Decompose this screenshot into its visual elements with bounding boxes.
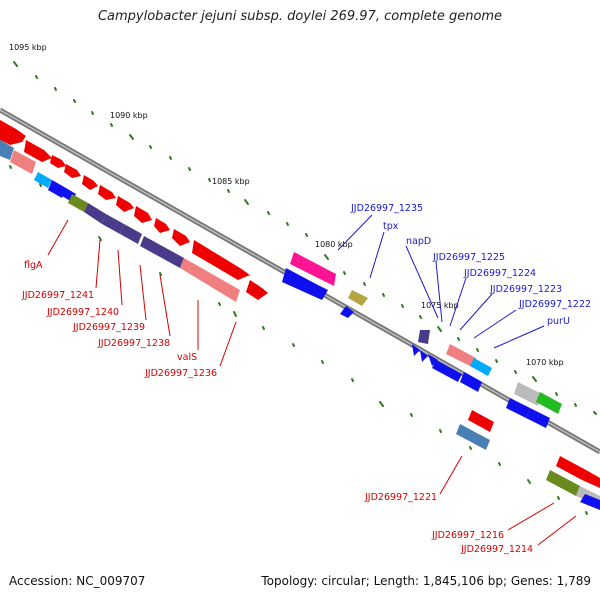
gene-feature[interactable]	[556, 456, 586, 480]
gene-feature[interactable]	[34, 172, 52, 188]
gene-label[interactable]: tpx	[383, 221, 399, 232]
gene-feature[interactable]	[0, 120, 26, 145]
gene-label[interactable]: JJD26997_1235	[350, 203, 423, 214]
gene-feature[interactable]	[468, 410, 494, 432]
gene-label[interactable]: JJD26997_1236	[144, 368, 217, 379]
gene-feature[interactable]	[172, 229, 190, 246]
gene-feature[interactable]	[0, 140, 14, 160]
gene-feature[interactable]	[50, 155, 66, 168]
topology-text: Topology: circular; Length: 1,845,106 bp…	[261, 574, 591, 588]
map-title: Campylobacter jejuni subsp. doylei 269.9…	[97, 9, 503, 24]
tick-label: 1090 kbp	[110, 111, 148, 120]
gene-label[interactable]: JJD26997_1239	[72, 322, 145, 333]
gene-feature[interactable]	[582, 470, 600, 488]
gene-feature[interactable]	[68, 194, 88, 212]
gene-feature[interactable]	[192, 240, 250, 280]
gene-label[interactable]: napD	[406, 236, 431, 247]
gene-feature[interactable]	[526, 408, 550, 428]
gene-feature[interactable]	[536, 392, 562, 414]
gene-label[interactable]: JJD26997_1214	[460, 544, 533, 555]
gene-feature[interactable]	[134, 206, 152, 223]
gene-feature[interactable]	[432, 360, 462, 382]
gene-label[interactable]: JJD26997_1221	[364, 492, 437, 503]
tick-label: 1080 kbp	[315, 240, 353, 249]
gene-label[interactable]: valS	[177, 352, 197, 363]
gene-feature[interactable]	[514, 382, 542, 406]
label-leader-lines	[47, 214, 577, 546]
tick-label: 1085 kbp	[212, 177, 250, 186]
gene-features	[0, 120, 600, 510]
gene-feature[interactable]	[154, 218, 170, 233]
gene-feature[interactable]	[546, 470, 580, 496]
gene-feature[interactable]	[420, 350, 428, 362]
gene-feature[interactable]	[84, 203, 106, 224]
gene-feature[interactable]	[580, 494, 600, 510]
tick-label: 1070 kbp	[526, 358, 564, 367]
gene-label[interactable]: JJD26997_1222	[518, 299, 591, 310]
gene-feature[interactable]	[140, 236, 184, 268]
gene-feature[interactable]	[348, 290, 368, 306]
gene-feature[interactable]	[82, 175, 98, 190]
gene-feature[interactable]	[428, 354, 438, 366]
gene-label[interactable]: JJD26997_1241	[21, 290, 94, 301]
gene-feature[interactable]	[120, 224, 142, 244]
gene-feature[interactable]	[10, 150, 36, 174]
gene-feature[interactable]	[24, 140, 52, 162]
accession-text: Accession: NC_009707	[9, 574, 146, 588]
gene-label[interactable]: purU	[547, 316, 570, 327]
gene-feature[interactable]	[116, 196, 134, 212]
gene-feature[interactable]	[470, 358, 492, 376]
gene-label[interactable]: JJD26997_1240	[46, 307, 119, 318]
gene-feature[interactable]	[64, 164, 81, 178]
gene-feature[interactable]	[180, 258, 240, 302]
gene-feature[interactable]	[282, 268, 328, 300]
gene-label[interactable]: flgA	[24, 260, 43, 271]
gene-label[interactable]: JJD26997_1224	[463, 268, 536, 279]
gene-feature[interactable]	[246, 280, 268, 300]
tick-labels: 1095 kbp 1090 kbp 1085 kbp 1080 kbp 1075…	[9, 43, 564, 367]
gene-label[interactable]: JJD26997_1223	[489, 284, 562, 295]
gene-feature[interactable]	[460, 372, 482, 392]
gene-feature[interactable]	[290, 252, 336, 286]
gene-feature[interactable]	[456, 424, 490, 450]
gene-feature[interactable]	[506, 398, 530, 418]
gene-feature[interactable]	[48, 180, 66, 198]
gene-feature[interactable]	[340, 306, 354, 318]
gene-label[interactable]: JJD26997_1225	[432, 252, 505, 263]
gene-feature[interactable]	[102, 214, 124, 234]
tick-label: 1095 kbp	[9, 43, 47, 52]
gene-feature[interactable]	[418, 330, 430, 344]
gene-feature[interactable]	[98, 185, 116, 200]
gene-feature[interactable]	[412, 344, 420, 356]
tick-marks	[9, 61, 597, 515]
gene-feature[interactable]	[446, 344, 476, 368]
gene-label[interactable]: JJD26997_1238	[97, 338, 170, 349]
gene-label[interactable]: JJD26997_1216	[431, 530, 504, 541]
gene-labels: flgA JJD26997_1241 JJD26997_1240 JJD2699…	[21, 203, 591, 555]
